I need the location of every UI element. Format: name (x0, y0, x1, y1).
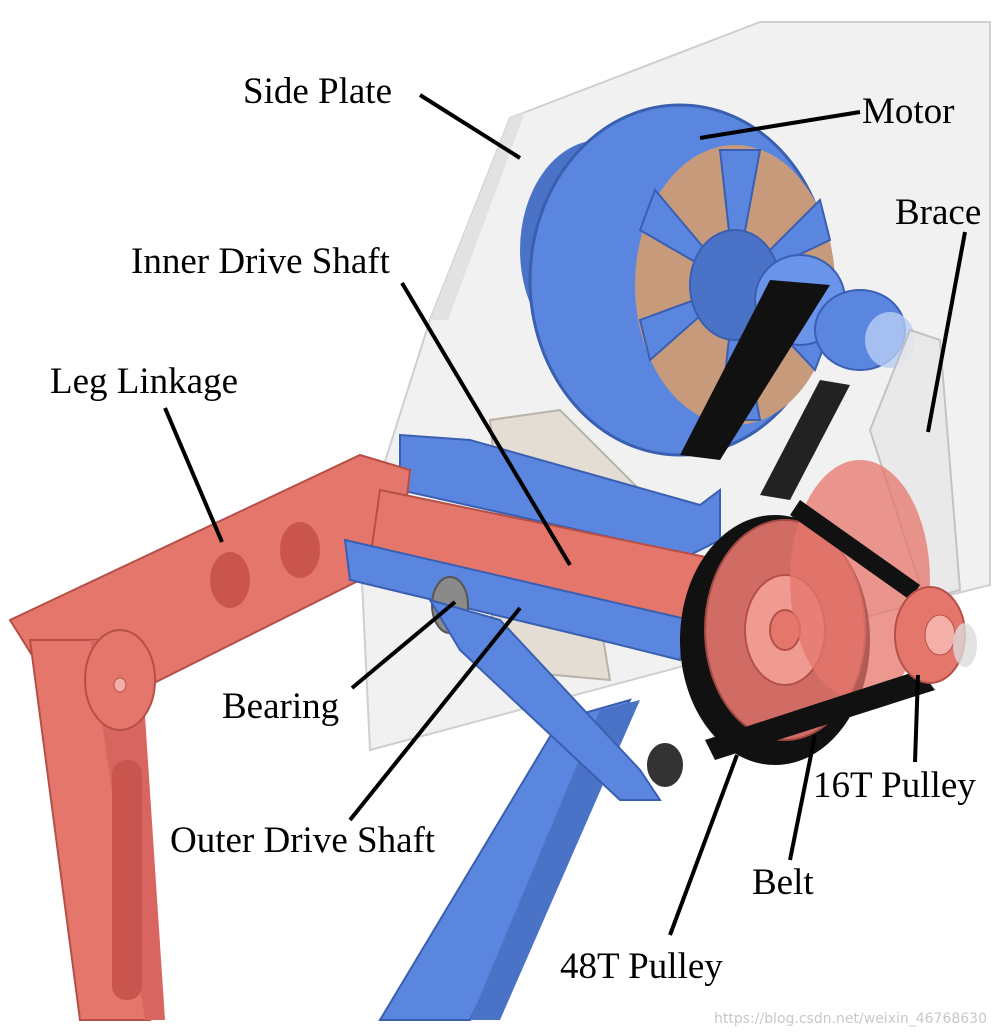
label-bearing: Bearing (222, 686, 340, 727)
upper-belt (680, 280, 830, 460)
upper-bracket (399, 433, 721, 557)
leader-inner-shaft (400, 281, 572, 567)
lower-belt-top (790, 500, 920, 600)
watermark: https://blog.csdn.net/weixin_46768630 (713, 1011, 987, 1027)
leader-side-plate (418, 93, 522, 160)
side-plate-edge (430, 112, 525, 320)
label-outer-drive-shaft: Outer Drive Shaft (170, 820, 436, 861)
lower-belt (705, 670, 935, 760)
leader-48t (668, 754, 739, 936)
label-motor: Motor (862, 91, 955, 132)
leader-lines (163, 93, 967, 936)
lower-bolt (647, 743, 683, 787)
label-48t-pulley: 48T Pulley (560, 946, 723, 987)
upper-belt-back (760, 380, 850, 500)
pulley-16t (894, 586, 977, 684)
label-brace: Brace (895, 192, 982, 233)
label-leg-linkage: Leg Linkage (50, 361, 238, 402)
label-belt: Belt (752, 862, 814, 903)
leader-motor (699, 110, 861, 140)
outer-drive-shaft (343, 538, 692, 662)
label-side-plate: Side Plate (243, 71, 393, 112)
label-inner-drive-shaft: Inner Drive Shaft (131, 241, 390, 282)
label-16t-pulley: 16T Pulley (813, 765, 976, 806)
leader-belt (788, 734, 817, 861)
leader-16t (913, 674, 920, 763)
leader-outer-shaft (348, 606, 522, 822)
leader-brace (926, 231, 967, 433)
leader-bearing (350, 600, 457, 690)
leg-linkage (8, 453, 412, 1021)
leader-leg-linkage (163, 407, 224, 543)
